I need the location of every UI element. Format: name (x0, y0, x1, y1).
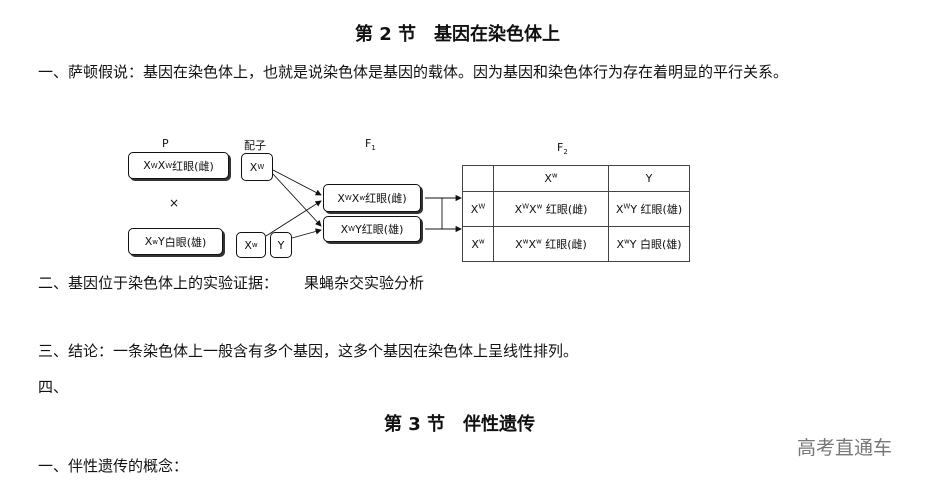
table-col-header: Xw (493, 165, 609, 192)
table-cell: XWY 红眼(雄) (608, 191, 690, 227)
experiment-evidence-label: 二、基因位于染色体上的实验证据： (38, 274, 279, 292)
gamete-male-y: Y (270, 232, 292, 258)
sutton-hypothesis-paragraph: 一、萨顿假说：基因在染色体上，也就是说染色体是基因的载体。因为基因和染色体行为存… (38, 63, 789, 81)
table-row-header: XW (462, 191, 494, 227)
label-f1: F1 (365, 137, 376, 153)
table-col-header: Y (608, 165, 690, 192)
conclusion-paragraph: 三、结论：一条染色体上一般含有多个基因，这多个基因在染色体上呈线性排列。 (38, 342, 579, 360)
section-3-title: 第 3 节 伴性遗传 (384, 414, 536, 435)
sex-linked-concept-heading: 一、伴性遗传的概念： (38, 457, 189, 475)
experiment-evidence-value: 果蝇杂交实验分析 (304, 274, 425, 292)
table-cell: XwY 白眼(雄) (608, 226, 690, 262)
label-gamete: 配子 (244, 139, 266, 152)
table-corner (462, 165, 494, 192)
label-f2: F2 (557, 141, 568, 157)
experiment-evidence-line: 二、基因位于染色体上的实验证据： 果蝇杂交实验分析 (38, 272, 424, 293)
cross-symbol: × (169, 196, 180, 210)
item-four-heading: 四、 (38, 378, 69, 396)
f2-punnett-table: Xw Y XW XWXw 红眼(雌) XWY 红眼(雄) Xw XwXw 红眼(… (462, 165, 690, 262)
table-cell: XWXw 红眼(雌) (493, 191, 609, 227)
table-row-header: Xw (462, 226, 494, 262)
watermark: 高考直通车 (797, 437, 893, 459)
section-2-title: 第 2 节 基因在染色体上 (355, 24, 561, 45)
label-p: P (162, 137, 169, 150)
table-cell: XwXw 红眼(雌) (493, 226, 609, 262)
